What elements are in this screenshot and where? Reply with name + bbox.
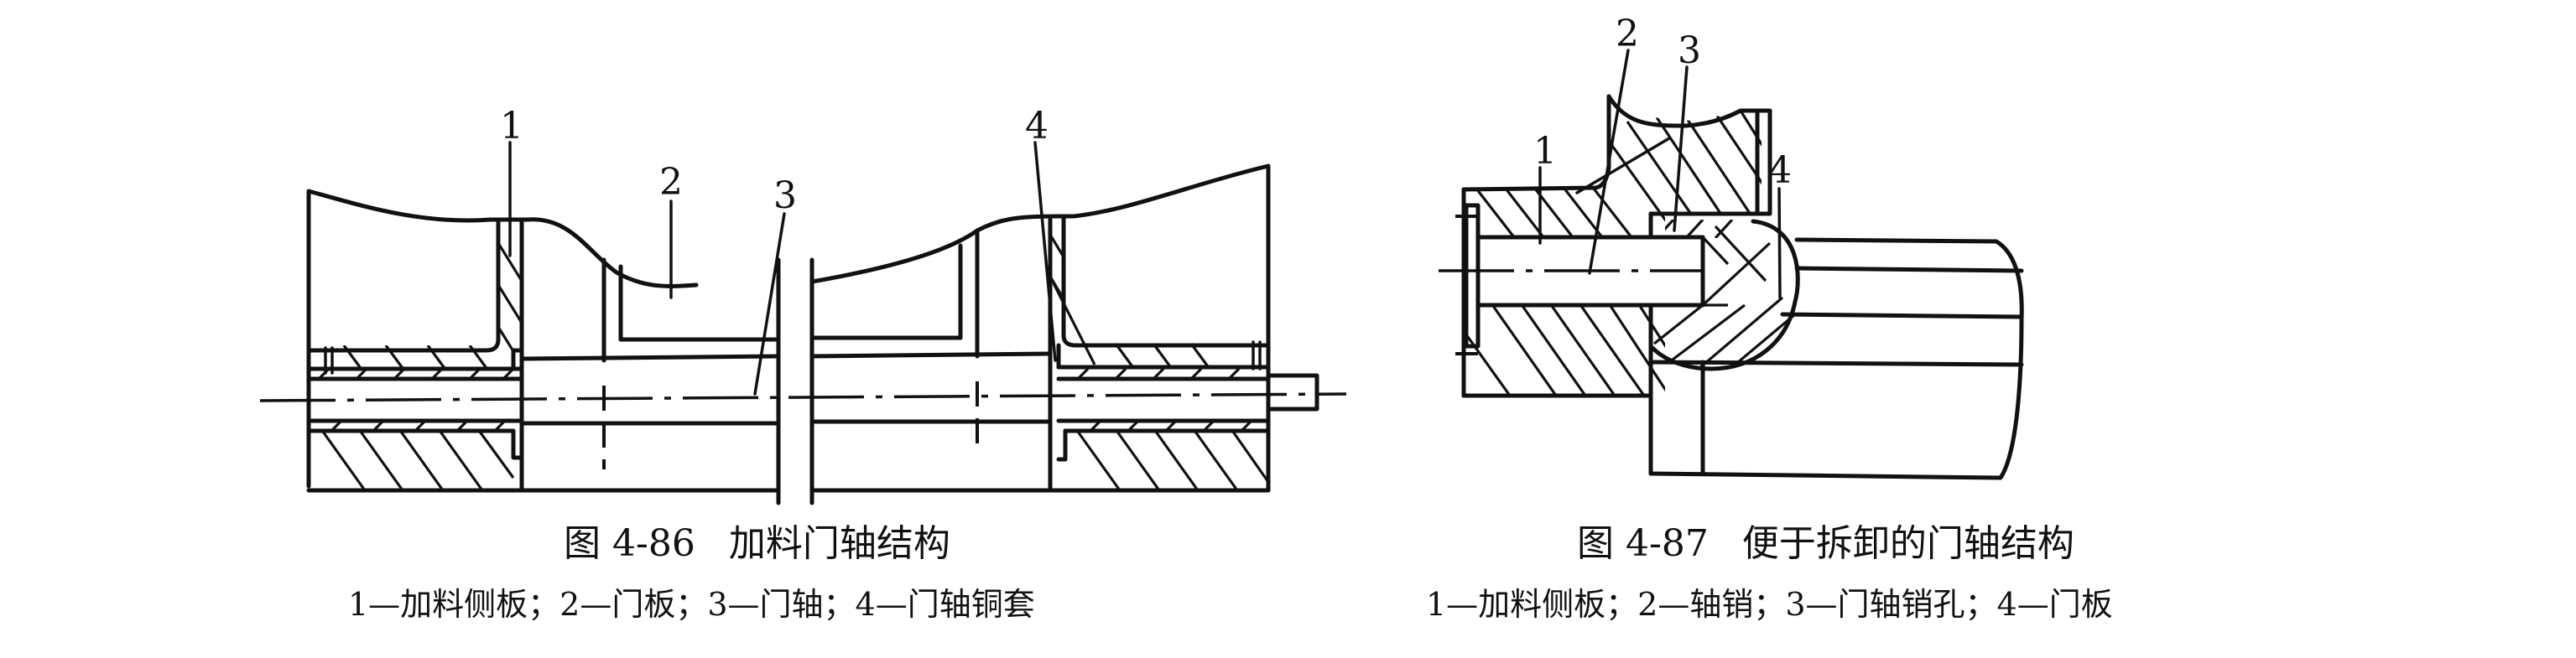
callout-1: 1 [500,105,523,148]
figure-4-87-caption: 图 4-87 便于拆卸的门轴结构 [1577,513,2074,567]
door-plate-curve-right [809,163,1271,493]
retaining-washer [1464,203,1481,349]
door-knuckle [1648,211,1800,371]
door-plate [1648,237,2024,480]
leader-3 [1673,65,1689,232]
callouts: 1 2 3 4 [1533,13,1792,299]
bushing-right [1056,340,1271,490]
door-shaft-assembly [259,163,1347,505]
shaft-end-stub [1266,373,1319,412]
side-plate-left [306,217,524,493]
centerline [259,392,1347,402]
removable-shaft-assembly [1439,94,2024,480]
side-plate-right [1048,214,1271,493]
callout-2: 2 [659,161,683,204]
callout-2: 2 [1616,13,1639,55]
callout-3: 3 [1678,29,1701,72]
figure-title: 便于拆卸的门轴结构 [1741,522,2074,565]
door-plate [601,228,980,363]
callout-4: 4 [1025,105,1049,148]
callout-1: 1 [1533,130,1557,173]
callout-3: 3 [773,174,797,217]
leader-3 [753,212,786,396]
figure-title: 加料门轴结构 [728,522,950,565]
figure-4-87-legend: 1—加料侧板；2—轴销；3—门轴销孔；4—门板 [1426,586,2113,623]
leader-2 [1588,49,1630,275]
bushing-left [306,345,524,490]
leader-4 [1777,187,1782,299]
figure-number: 图 4-87 [1577,522,1709,565]
leader-1 [1575,137,1671,194]
figure-4-86-legend: 1—加料侧板；2—门板；3—门轴；4—门轴铜套 [348,586,1035,623]
figure-4-86-caption: 图 4-86 加料门轴结构 [564,513,950,567]
figure-number: 图 4-86 [564,522,695,565]
door-shaft [519,351,1053,469]
callout-4: 4 [1768,149,1792,192]
leader-4 [1033,141,1057,362]
outer-profile-left [306,189,529,489]
callouts: 1 2 3 4 [500,105,1057,396]
